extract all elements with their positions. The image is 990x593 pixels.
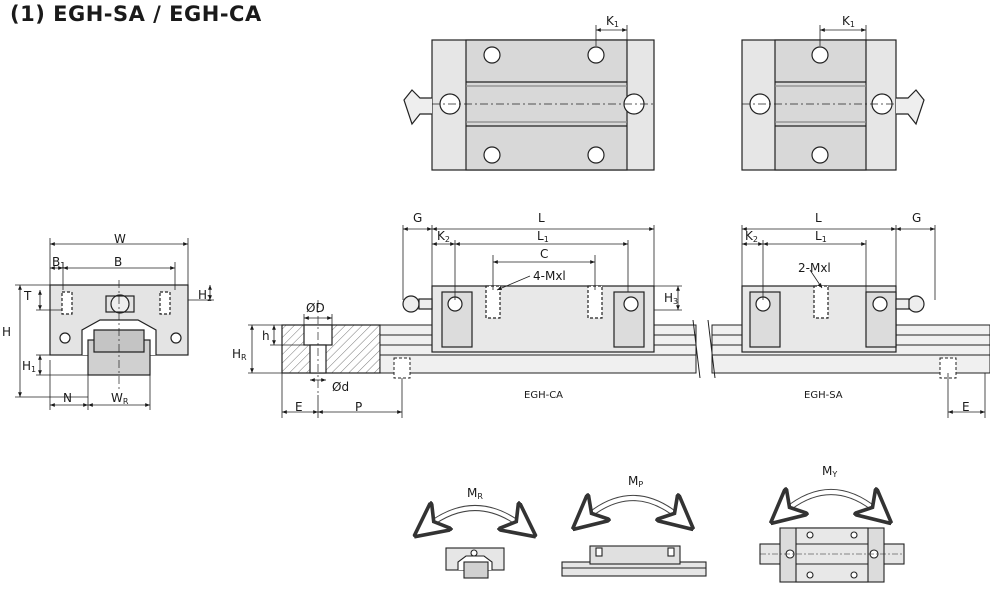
label-e-right: E	[962, 400, 970, 414]
label-2mxl: 2-Mxl	[798, 261, 831, 275]
label-4mxl: 4-Mxl	[533, 269, 566, 283]
label-g-left: G	[413, 211, 422, 225]
rail-section	[281, 300, 381, 395]
label-e-left: E	[295, 400, 303, 414]
svg-text:MY: MY	[822, 464, 837, 479]
label-h3-sub: 3	[673, 297, 678, 306]
label-h2: H	[198, 288, 207, 302]
label-k2-ca-sub: 2	[445, 235, 450, 244]
side-view-dims-sa	[741, 225, 986, 418]
svg-text:H2: H2	[198, 288, 212, 303]
label-l-ca: L	[538, 211, 545, 225]
side-view-block-sa	[741, 285, 925, 353]
label-h: H	[2, 325, 11, 339]
top-view-egh-ca	[403, 39, 655, 171]
label-c: C	[540, 247, 548, 261]
svg-text:K1: K1	[606, 14, 619, 29]
end-view-dims	[15, 238, 214, 410]
label-l1-sa-sub: 1	[822, 235, 827, 244]
label-h1-sub: 1	[31, 365, 36, 374]
label-g-right: G	[912, 211, 921, 225]
label-k1: K	[842, 14, 851, 28]
label-b1-sub: 1	[60, 261, 65, 270]
label-mr: M	[467, 486, 477, 500]
svg-text:K2: K2	[437, 229, 450, 244]
label-p: P	[355, 400, 362, 414]
label-l1-ca-sub: 1	[544, 235, 549, 244]
label-k2-ca: K	[437, 229, 446, 243]
label-my: M	[822, 464, 832, 478]
label-w: W	[114, 232, 126, 246]
moment-my-diagram	[759, 492, 905, 583]
label-k2-sa: K	[745, 229, 754, 243]
top-view-egh-sa	[741, 39, 925, 171]
svg-text:MR: MR	[467, 486, 483, 501]
label-l1-sa: L	[815, 229, 822, 243]
label-mp: M	[628, 474, 638, 488]
caption-egh-ca: EGH-CA	[524, 390, 563, 401]
rail-section-dims	[248, 314, 403, 418]
label-mr-sub: R	[477, 492, 483, 501]
svg-text:HR: HR	[232, 347, 247, 362]
label-h-small: h	[262, 329, 270, 343]
side-view-block-ca	[402, 285, 655, 353]
label-phi-d-big: ØD	[306, 301, 325, 315]
side-view-dims-ca	[402, 225, 682, 311]
label-n: N	[63, 391, 72, 405]
label-t: T	[23, 289, 32, 303]
svg-text:MP: MP	[628, 474, 643, 489]
label-k1: K	[606, 14, 615, 28]
moment-mp-diagram	[561, 498, 707, 577]
label-mp-sub: P	[638, 480, 643, 489]
label-my-sub: Y	[831, 470, 837, 479]
label-wr-sub: R	[123, 397, 129, 406]
svg-text:B1: B1	[52, 255, 65, 270]
svg-text:L1: L1	[537, 229, 549, 244]
label-k1-sub: 1	[614, 20, 619, 29]
label-k2-sa-sub: 2	[753, 235, 758, 244]
label-b: B	[114, 255, 122, 269]
dim-k1-left: K1	[595, 14, 628, 46]
label-hr: H	[232, 347, 241, 361]
label-b1: B	[52, 255, 60, 269]
label-wr: W	[111, 391, 123, 405]
caption-egh-sa: EGH-SA	[804, 390, 843, 401]
svg-text:WR: WR	[111, 391, 129, 406]
label-hr-sub: R	[241, 353, 247, 362]
dim-k1-right: K1	[819, 14, 867, 46]
label-h3: H	[664, 291, 673, 305]
svg-text:L1: L1	[815, 229, 827, 244]
svg-text:H1: H1	[22, 359, 36, 374]
svg-text:K1: K1	[842, 14, 855, 29]
label-h2-sub: 2	[207, 294, 212, 303]
label-k1-sub: 1	[850, 20, 855, 29]
svg-text:K2: K2	[745, 229, 758, 244]
page-title: (1) EGH-SA / EGH-CA	[10, 2, 262, 26]
label-l1-ca: L	[537, 229, 544, 243]
label-phi-d-small: Ød	[332, 380, 349, 394]
moment-mr-diagram	[428, 508, 522, 579]
svg-text:H3: H3	[664, 291, 678, 306]
label-h1: H	[22, 359, 31, 373]
end-view-block	[49, 280, 189, 390]
label-l-sa: L	[815, 211, 822, 225]
